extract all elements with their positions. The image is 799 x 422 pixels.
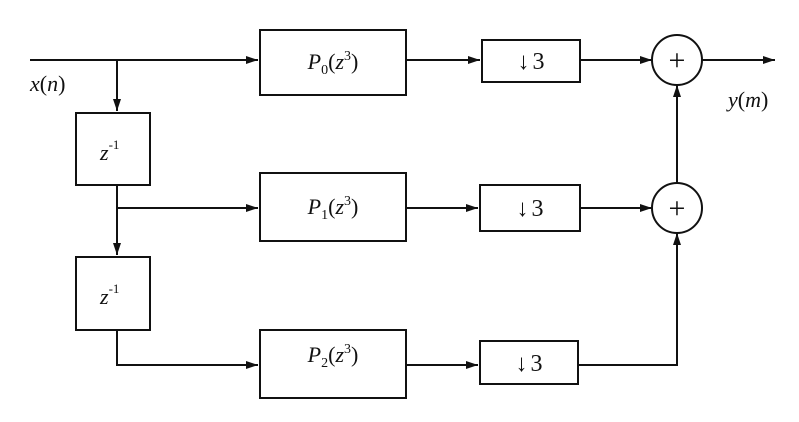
p2-filter-box: [259, 329, 407, 399]
p0-filter-label: P0(z3): [307, 49, 359, 78]
down2-box: [479, 340, 579, 385]
delay1-label: z-1: [99, 137, 119, 165]
down0-box: [481, 39, 581, 83]
adder-top-circle: [651, 34, 703, 86]
p0-filter-box: [259, 29, 407, 96]
down2-to-adder-mid: [578, 233, 681, 366]
branch2-line: [116, 330, 258, 369]
adder-mid-circle: [651, 182, 703, 234]
adder-top-symbol: +: [669, 44, 686, 77]
down0-label: ↓3: [518, 49, 545, 75]
down1-box: [479, 184, 581, 232]
p1-filter-label: P1(z3): [307, 194, 359, 223]
down-arrow-icon: ↓: [517, 196, 529, 222]
down-arrow-icon: ↓: [516, 351, 528, 377]
delay2-label: z-1: [99, 281, 119, 309]
p2-filter-label: P2(z3): [307, 342, 359, 371]
delay1-box: [75, 112, 151, 186]
adder-mid-symbol: +: [669, 192, 686, 225]
down1-label: ↓3: [517, 196, 544, 222]
down-arrow-icon: ↓: [518, 49, 530, 75]
delay2-box: [75, 256, 151, 331]
output-label: y(m): [726, 87, 768, 112]
down2-label: ↓3: [516, 351, 543, 377]
p1-filter-box: [259, 172, 407, 242]
input-label: x(n): [29, 71, 65, 96]
